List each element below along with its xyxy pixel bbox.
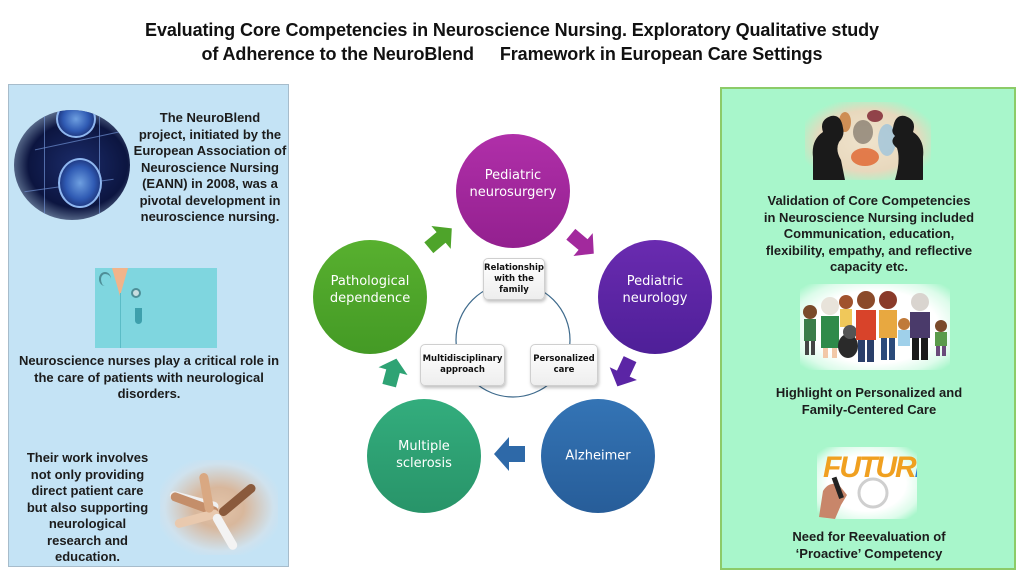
label-line: dependence [329,291,411,306]
title-line-2: of Adherence to the NeuroBlend Framework … [0,42,1024,66]
label-line: family [499,284,529,295]
text-line: Family-Centered Care [801,401,937,417]
label-line: neurology [622,291,688,306]
text-line: but also supporting [26,499,149,515]
label-line: care [553,365,575,375]
nurses-work-text: Their work involves not only providing d… [20,450,155,566]
label-pediatric-neurology: Pediatric neurology [600,273,710,307]
brain-scan-image [14,110,130,220]
text-line: not only providing [30,466,145,482]
joined-hands-image [160,460,278,555]
label-pathological-dependence: Pathological dependence [315,273,425,307]
arrow-to-alzheimer [609,356,637,387]
label-line: Relationship [484,262,544,273]
neuroblend-intro-text: The NeuroBlend project, initiated by the… [130,110,290,226]
text-line: project, initiated by the [138,126,282,142]
text-line: Communication, education, [783,226,955,241]
center-label-personalized-care: Personalized care [530,344,598,386]
label-pediatric-neurosurgery: Pediatric neurosurgery [458,167,568,201]
node-pediatric-neurology [598,240,712,354]
poster-title: Evaluating Core Competencies in Neurosci… [0,18,1024,66]
label-alzheimer: Alzheimer [543,448,653,465]
text-line: pivotal development in [139,192,281,208]
text-line: direct patient care [31,483,144,498]
conversation-silhouettes-image [805,102,931,180]
label-line: approach [440,365,485,375]
arrow-to-neurology [566,228,594,257]
node-alzheimer [541,399,655,513]
title-line-2a: of Adherence to the NeuroBlend [201,44,474,64]
arrow-to-multiple-sclerosis [494,437,525,471]
family-centered-care-text: Highlight on Personalized and Family-Cen… [724,385,1014,418]
text-line: education. [54,549,120,564]
text-line: (EANN) in 2008, was a [142,176,278,191]
node-pathological-dependence [313,240,427,354]
family-illustration-image [800,284,950,370]
center-label-multidisciplinary-approach: Multidisciplinary approach [420,344,505,386]
text-line: The NeuroBlend [159,110,261,125]
text-line: Their work involves [26,450,149,465]
proactive-competency-text: Need for Reevaluation of ‘Proactive’ Com… [724,529,1014,562]
nurse-uniform-image [95,268,217,348]
future-word: FUTURE [823,451,917,484]
label-line: neurosurgery [469,185,557,200]
label-line: Personalized [533,354,595,364]
text-line: neuroscience nursing. [140,209,280,224]
label-line: sclerosis [396,456,452,471]
label-line: Pediatric [484,168,542,183]
label-line: Multidisciplinary [422,354,503,364]
text-line: Need for Reevaluation of [792,529,946,544]
center-label-relationship-with-family: Relationship with the family [483,258,545,300]
arrow-to-pathological-dependence [378,358,408,388]
title-line-1: Evaluating Core Competencies in Neurosci… [145,20,879,40]
label-line: Alzheimer [565,448,631,464]
text-line: flexibility, empathy, and reflective [765,242,973,258]
text-line: neurological [48,516,127,531]
label-multiple-sclerosis: Multiple sclerosis [369,438,479,472]
label-line: Pathological [330,274,410,289]
text-line: European Association of [133,143,287,158]
nurses-role-text: Neuroscience nurses play a critical role… [10,353,288,403]
title-line-2b: Framework in European Care Settings [499,44,823,64]
node-pediatric-neurosurgery [456,134,570,248]
core-competencies-text: Validation of Core Competencies in Neuro… [724,193,1014,276]
text-line: disorders. [117,386,181,401]
text-line: research and [47,532,128,548]
arrow-to-neurosurgery [424,225,452,254]
text-line: the care of patients with neurological [34,369,264,385]
text-line: Neuroscience nurses play a critical role… [18,353,280,368]
text-line: Validation of Core Competencies [767,193,971,208]
node-multiple-sclerosis [367,399,481,513]
future-word-image: FUTURE [817,447,917,519]
text-line: ‘Proactive’ Competency [795,545,943,561]
text-line: Highlight on Personalized and [775,385,963,400]
label-line: with the [494,273,534,284]
label-line: Pediatric [626,274,684,289]
text-line: Neuroscience Nursing [141,159,279,175]
text-line: capacity etc. [829,259,909,274]
label-line: Multiple [398,439,450,454]
text-line: in Neuroscience Nursing included [763,209,975,225]
